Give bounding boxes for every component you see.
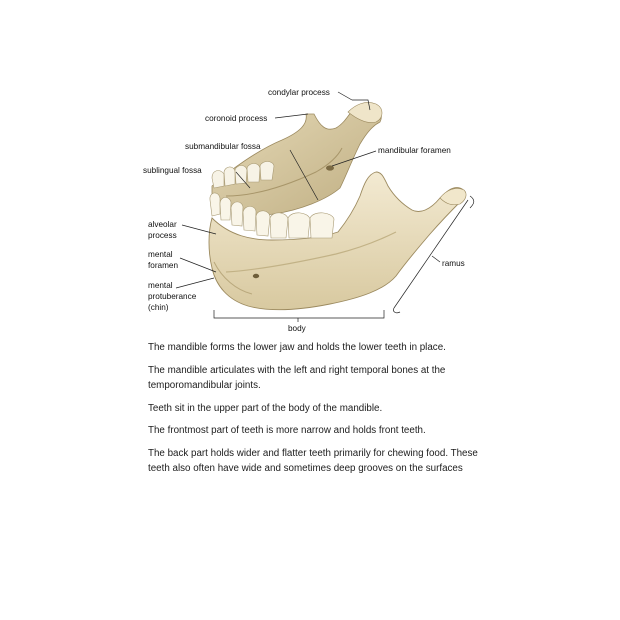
far-tooth <box>259 161 275 181</box>
ramus-leader <box>431 255 441 263</box>
near-tooth <box>209 192 221 217</box>
condylar-process-leader <box>337 91 371 111</box>
far-tooth <box>246 163 261 183</box>
label-alveolar-process-line2: process <box>148 231 177 240</box>
mental-protuberance-leader <box>175 277 215 289</box>
label-mental-protuberance-line2: protuberance <box>148 292 197 301</box>
near-tooth <box>219 197 232 221</box>
label-mental-protuberance-line3: (chin) <box>148 303 169 312</box>
description-text: The mandible forms the lower jaw and hol… <box>148 340 478 484</box>
near-half-bone <box>208 171 466 311</box>
label-condylar-process: condylar process <box>268 88 330 97</box>
label-alveolar-process-line1: alveolar <box>148 220 177 229</box>
paragraph: Teeth sit in the upper part of the body … <box>148 402 383 414</box>
near-mandible-half <box>208 171 467 311</box>
ramus-bracket-ends <box>393 195 475 314</box>
body-bracket <box>213 310 385 322</box>
mylohyoid-line <box>225 147 343 197</box>
far-mandible-half <box>211 102 383 216</box>
paragraph: The mandible forms the lower jaw and hol… <box>148 342 446 353</box>
near-teeth-row <box>209 192 335 239</box>
near-tooth <box>242 206 257 232</box>
paragraph: The back part holds wider and flatter te… <box>148 447 478 475</box>
label-submandibular-fossa: submandibular fossa <box>185 142 261 151</box>
label-coronoid-process: coronoid process <box>205 114 267 123</box>
paragraph: The mandible articulates with the left a… <box>148 364 446 392</box>
chin-contour <box>213 261 253 295</box>
near-tooth <box>230 201 244 227</box>
submandibular-fossa-leader <box>289 149 319 201</box>
near-tooth <box>287 212 311 239</box>
label-mental-foramen-line2: foramen <box>148 261 178 270</box>
ramus-bracket-line <box>393 199 469 309</box>
far-mandibular-foramen <box>326 165 334 171</box>
far-tooth <box>211 170 225 189</box>
label-mental-foramen-line1: mental <box>148 250 173 259</box>
labels: condylar process coronoid process subman… <box>143 88 465 333</box>
far-condyle <box>347 102 383 123</box>
near-condyle <box>439 188 467 206</box>
label-ramus: ramus <box>442 259 465 268</box>
mental-foramen-hole <box>252 273 260 279</box>
label-mandibular-foramen: mandibular foramen <box>378 146 451 155</box>
mental-foramen-leader <box>179 257 217 273</box>
label-mental-protuberance-line1: mental <box>148 281 173 290</box>
leader-lines <box>175 91 475 322</box>
paragraph: The frontmost part of teeth is more narr… <box>148 425 426 436</box>
sublingual-fossa-leader <box>235 171 251 189</box>
far-tooth <box>234 165 248 185</box>
coronoid-process-leader <box>274 113 309 119</box>
near-tooth <box>269 212 289 239</box>
mandible-diagram: condylar process coronoid process subman… <box>143 88 475 333</box>
label-body: body <box>288 324 307 333</box>
mandibular-foramen-leader <box>331 150 377 167</box>
far-teeth-row <box>211 161 275 189</box>
near-tooth <box>255 210 271 237</box>
label-sublingual-fossa: sublingual fossa <box>143 166 202 175</box>
far-tooth <box>223 166 236 187</box>
near-tooth <box>309 212 335 239</box>
alveolar-process-leader <box>181 224 217 235</box>
oblique-line <box>225 231 397 273</box>
